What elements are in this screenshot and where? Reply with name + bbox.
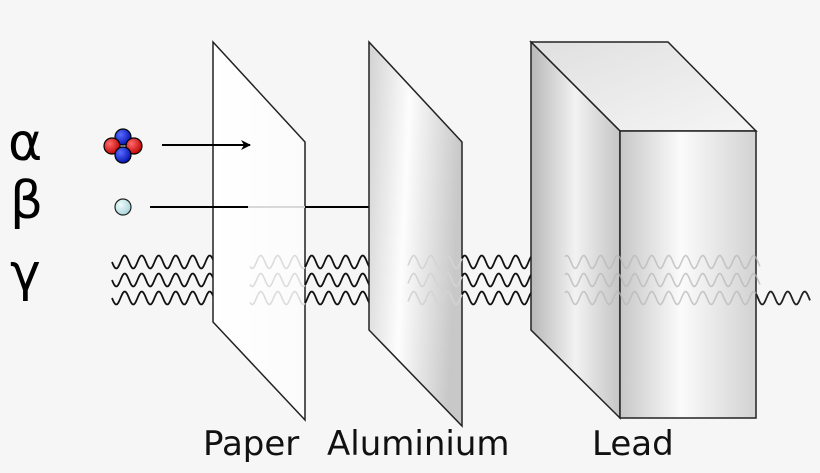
gamma-wave-line bbox=[249, 254, 306, 270]
alpha-label: α bbox=[8, 113, 42, 173]
gamma-wave-line bbox=[564, 290, 761, 306]
gamma-wave-line bbox=[564, 254, 761, 270]
gamma-wave-line bbox=[407, 272, 463, 288]
gamma-wave-line bbox=[564, 272, 761, 288]
aluminium-sheet bbox=[368, 40, 463, 428]
gamma-wave-segment-through-lead bbox=[564, 254, 761, 306]
gamma-wave-line bbox=[407, 290, 463, 306]
alpha-particle-icon bbox=[103, 128, 143, 164]
beta-label: β bbox=[10, 171, 43, 231]
beta-particle-icon bbox=[114, 198, 132, 216]
gamma-wave-line bbox=[249, 272, 306, 288]
lead-block bbox=[529, 40, 758, 420]
gamma-wave-line bbox=[249, 290, 306, 306]
gamma-wave-segment-behind-aluminium bbox=[407, 254, 463, 306]
aluminium-label: Aluminium bbox=[327, 424, 509, 464]
gamma-wave-line bbox=[755, 290, 811, 306]
paper-label: Paper bbox=[203, 424, 299, 464]
gamma-wave-segment-after-lead bbox=[755, 290, 811, 306]
lead-label: Lead bbox=[592, 424, 674, 464]
gamma-label: γ bbox=[10, 243, 41, 303]
gamma-wave-segment-behind-paper bbox=[249, 254, 306, 306]
gamma-wave-line bbox=[407, 254, 463, 270]
paper-sheet bbox=[212, 40, 306, 422]
